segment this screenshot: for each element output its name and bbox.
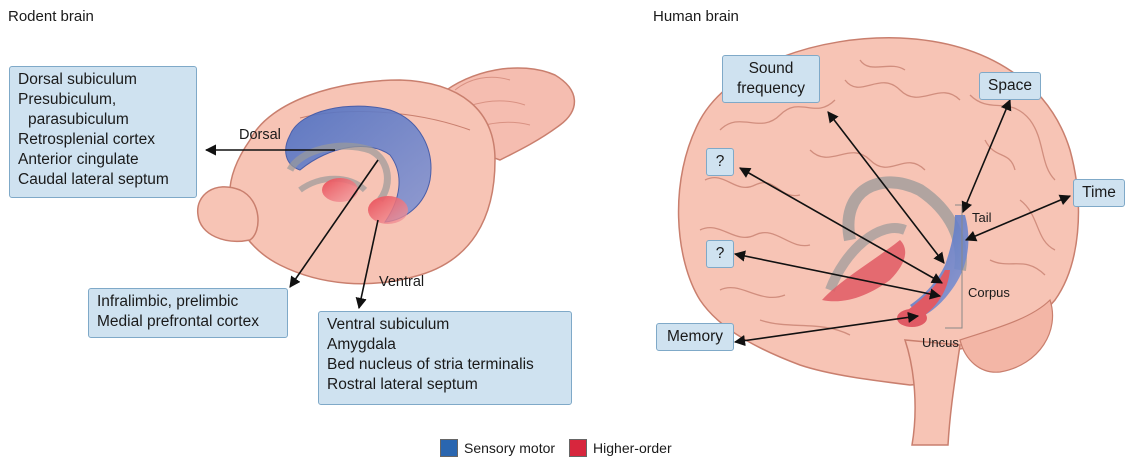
unknown-function-box-1: ? [706, 148, 734, 176]
legend: Sensory motor Higher-order [440, 437, 686, 459]
tail-label: Tail [972, 210, 992, 225]
unknown-function-box-2: ? [706, 240, 734, 268]
dorsal-target: Caudal lateral septum [18, 170, 188, 190]
rodent-brain-title: Rodent brain [8, 8, 94, 25]
infralimbic-target: Infralimbic, prelimbic [97, 292, 279, 312]
corpus-label: Corpus [968, 285, 1010, 300]
sensory-motor-swatch [440, 439, 458, 457]
higher-order-swatch [569, 439, 587, 457]
memory-box: Memory [656, 323, 734, 351]
dorsal-label: Dorsal [239, 127, 281, 143]
infralimbic-target: Medial prefrontal cortex [97, 312, 279, 332]
infralimbic-box: Infralimbic, prelimbic Medial prefrontal… [88, 288, 288, 338]
sound-frequency-line: frequency [731, 79, 811, 99]
human-brain-title: Human brain [653, 8, 739, 25]
sound-frequency-box: Sound frequency [722, 55, 820, 103]
time-box: Time [1073, 179, 1125, 207]
ventral-target: Ventral subiculum [327, 315, 563, 335]
rodent-brain-illustration [198, 68, 575, 284]
dorsal-target: Anterior cingulate [18, 150, 188, 170]
dorsal-target: Retrosplenial cortex [18, 130, 188, 150]
ventral-target: Bed nucleus of stria terminalis [327, 355, 563, 375]
sensory-motor-legend-label: Sensory motor [464, 440, 555, 456]
dorsal-targets-box: Dorsal subiculum Presubiculum, parasubic… [9, 66, 197, 198]
ventral-targets-box: Ventral subiculum Amygdala Bed nucleus o… [318, 311, 572, 405]
dorsal-target: Presubiculum, [18, 90, 188, 110]
sound-frequency-line: Sound [731, 59, 811, 79]
ventral-target: Amygdala [327, 335, 563, 355]
space-box: Space [979, 72, 1041, 100]
ventral-target: Rostral lateral septum [327, 375, 563, 395]
dorsal-target: parasubiculum [18, 110, 188, 130]
dorsal-target: Dorsal subiculum [18, 70, 188, 90]
uncus-label: Uncus [922, 335, 959, 350]
ventral-label: Ventral [379, 274, 424, 290]
higher-order-legend-label: Higher-order [593, 440, 672, 456]
